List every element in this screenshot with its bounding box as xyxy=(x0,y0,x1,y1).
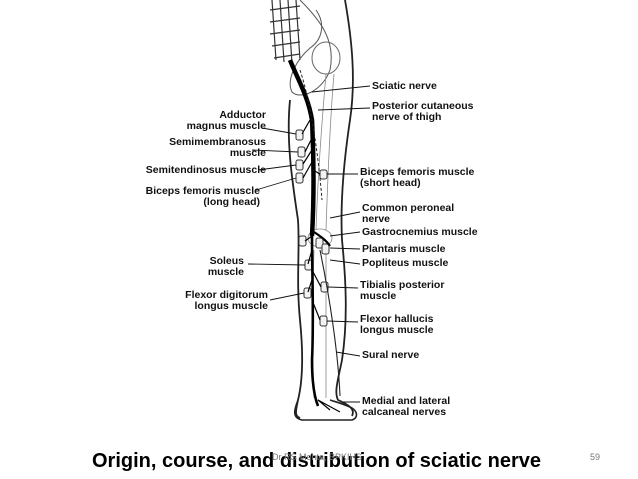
label-line: Soleus xyxy=(209,255,244,267)
label-line: nerve xyxy=(362,213,391,225)
label-line: calcaneal nerves xyxy=(362,406,447,418)
label-line: Medial and lateral xyxy=(362,395,451,407)
label-line: Semimembranosus xyxy=(169,136,266,148)
leader-lines-left xyxy=(247,127,306,301)
label-biceps-femoris-short: Biceps femoris muscle (short head) xyxy=(360,167,474,189)
label-soleus: Soleus muscle xyxy=(208,256,244,278)
label-line: Flexor digitorum xyxy=(185,289,268,301)
label-adductor-magnus: Adductor magnus muscle xyxy=(187,110,266,132)
leader-lines-right xyxy=(311,85,371,403)
label-line: nerve of thigh xyxy=(372,111,442,123)
label-flexor-digitorum: Flexor digitorum longus muscle xyxy=(185,290,268,312)
label-line: Biceps femoris muscle xyxy=(360,166,475,178)
label-line: Sciatic nerve xyxy=(372,80,437,92)
label-plantaris: Plantaris muscle xyxy=(362,244,445,255)
label-semitendinosus: Semitendinosus muscle xyxy=(146,165,266,176)
label-line: Plantaris muscle xyxy=(362,243,446,255)
pelvis-hatching xyxy=(269,0,301,65)
label-line: magnus muscle xyxy=(186,120,266,132)
label-line: longus muscle xyxy=(194,300,268,312)
label-line: Adductor xyxy=(219,109,266,121)
label-line: Biceps femoris muscle xyxy=(145,185,260,197)
common-peroneal-nerve xyxy=(313,231,331,247)
label-line: Posterior cutaneous xyxy=(372,100,474,112)
label-biceps-femoris-long: Biceps femoris muscle (long head) xyxy=(146,186,260,208)
label-line: (short head) xyxy=(360,177,421,189)
label-line: Semitendinosus muscle xyxy=(145,164,266,176)
muscle-blocks xyxy=(295,129,330,327)
label-line: Sural nerve xyxy=(362,349,420,361)
label-popliteus: Popliteus muscle xyxy=(362,258,448,269)
slide-number: 59 xyxy=(590,452,601,462)
label-line: muscle xyxy=(207,266,244,278)
slide-caption: Origin, course, and distribution of scia… xyxy=(92,450,541,472)
label-line: (long head) xyxy=(203,196,260,208)
label-line: Popliteus muscle xyxy=(362,257,449,269)
label-common-peroneal: Common peroneal nerve xyxy=(362,203,454,225)
femoral-head xyxy=(311,41,341,75)
label-line: Tibialis posterior xyxy=(360,279,445,291)
label-sural-nerve: Sural nerve xyxy=(362,350,419,361)
label-line: Gastrocnemius muscle xyxy=(362,226,478,238)
nerve-branches xyxy=(301,119,341,413)
posterior-cutaneous-nerve xyxy=(299,69,323,201)
slide-footer: Dr RS Mehta, BPKIHS xyxy=(272,452,363,462)
label-tibialis-posterior: Tibialis posterior muscle xyxy=(360,280,444,302)
label-calcaneal-nerves: Medial and lateral calcaneal nerves xyxy=(362,396,450,418)
pelvis-outline xyxy=(289,0,332,96)
label-line: longus muscle xyxy=(360,324,434,336)
foot-outline xyxy=(293,399,358,421)
label-line: muscle xyxy=(360,290,397,302)
sural-nerve xyxy=(319,249,341,397)
label-line: Common peroneal xyxy=(362,202,455,214)
tibial-nerve xyxy=(310,235,320,407)
label-gastrocnemius: Gastrocnemius muscle xyxy=(362,227,478,238)
label-line: Flexor hallucis xyxy=(360,313,434,325)
label-sciatic-nerve: Sciatic nerve xyxy=(372,81,437,92)
label-flexor-hallucis: Flexor hallucis longus muscle xyxy=(360,314,434,336)
label-line: muscle xyxy=(229,147,266,159)
label-semimembranosus: Semimembranosus muscle xyxy=(169,137,266,159)
label-posterior-cutaneous: Posterior cutaneous nerve of thigh xyxy=(372,101,474,123)
